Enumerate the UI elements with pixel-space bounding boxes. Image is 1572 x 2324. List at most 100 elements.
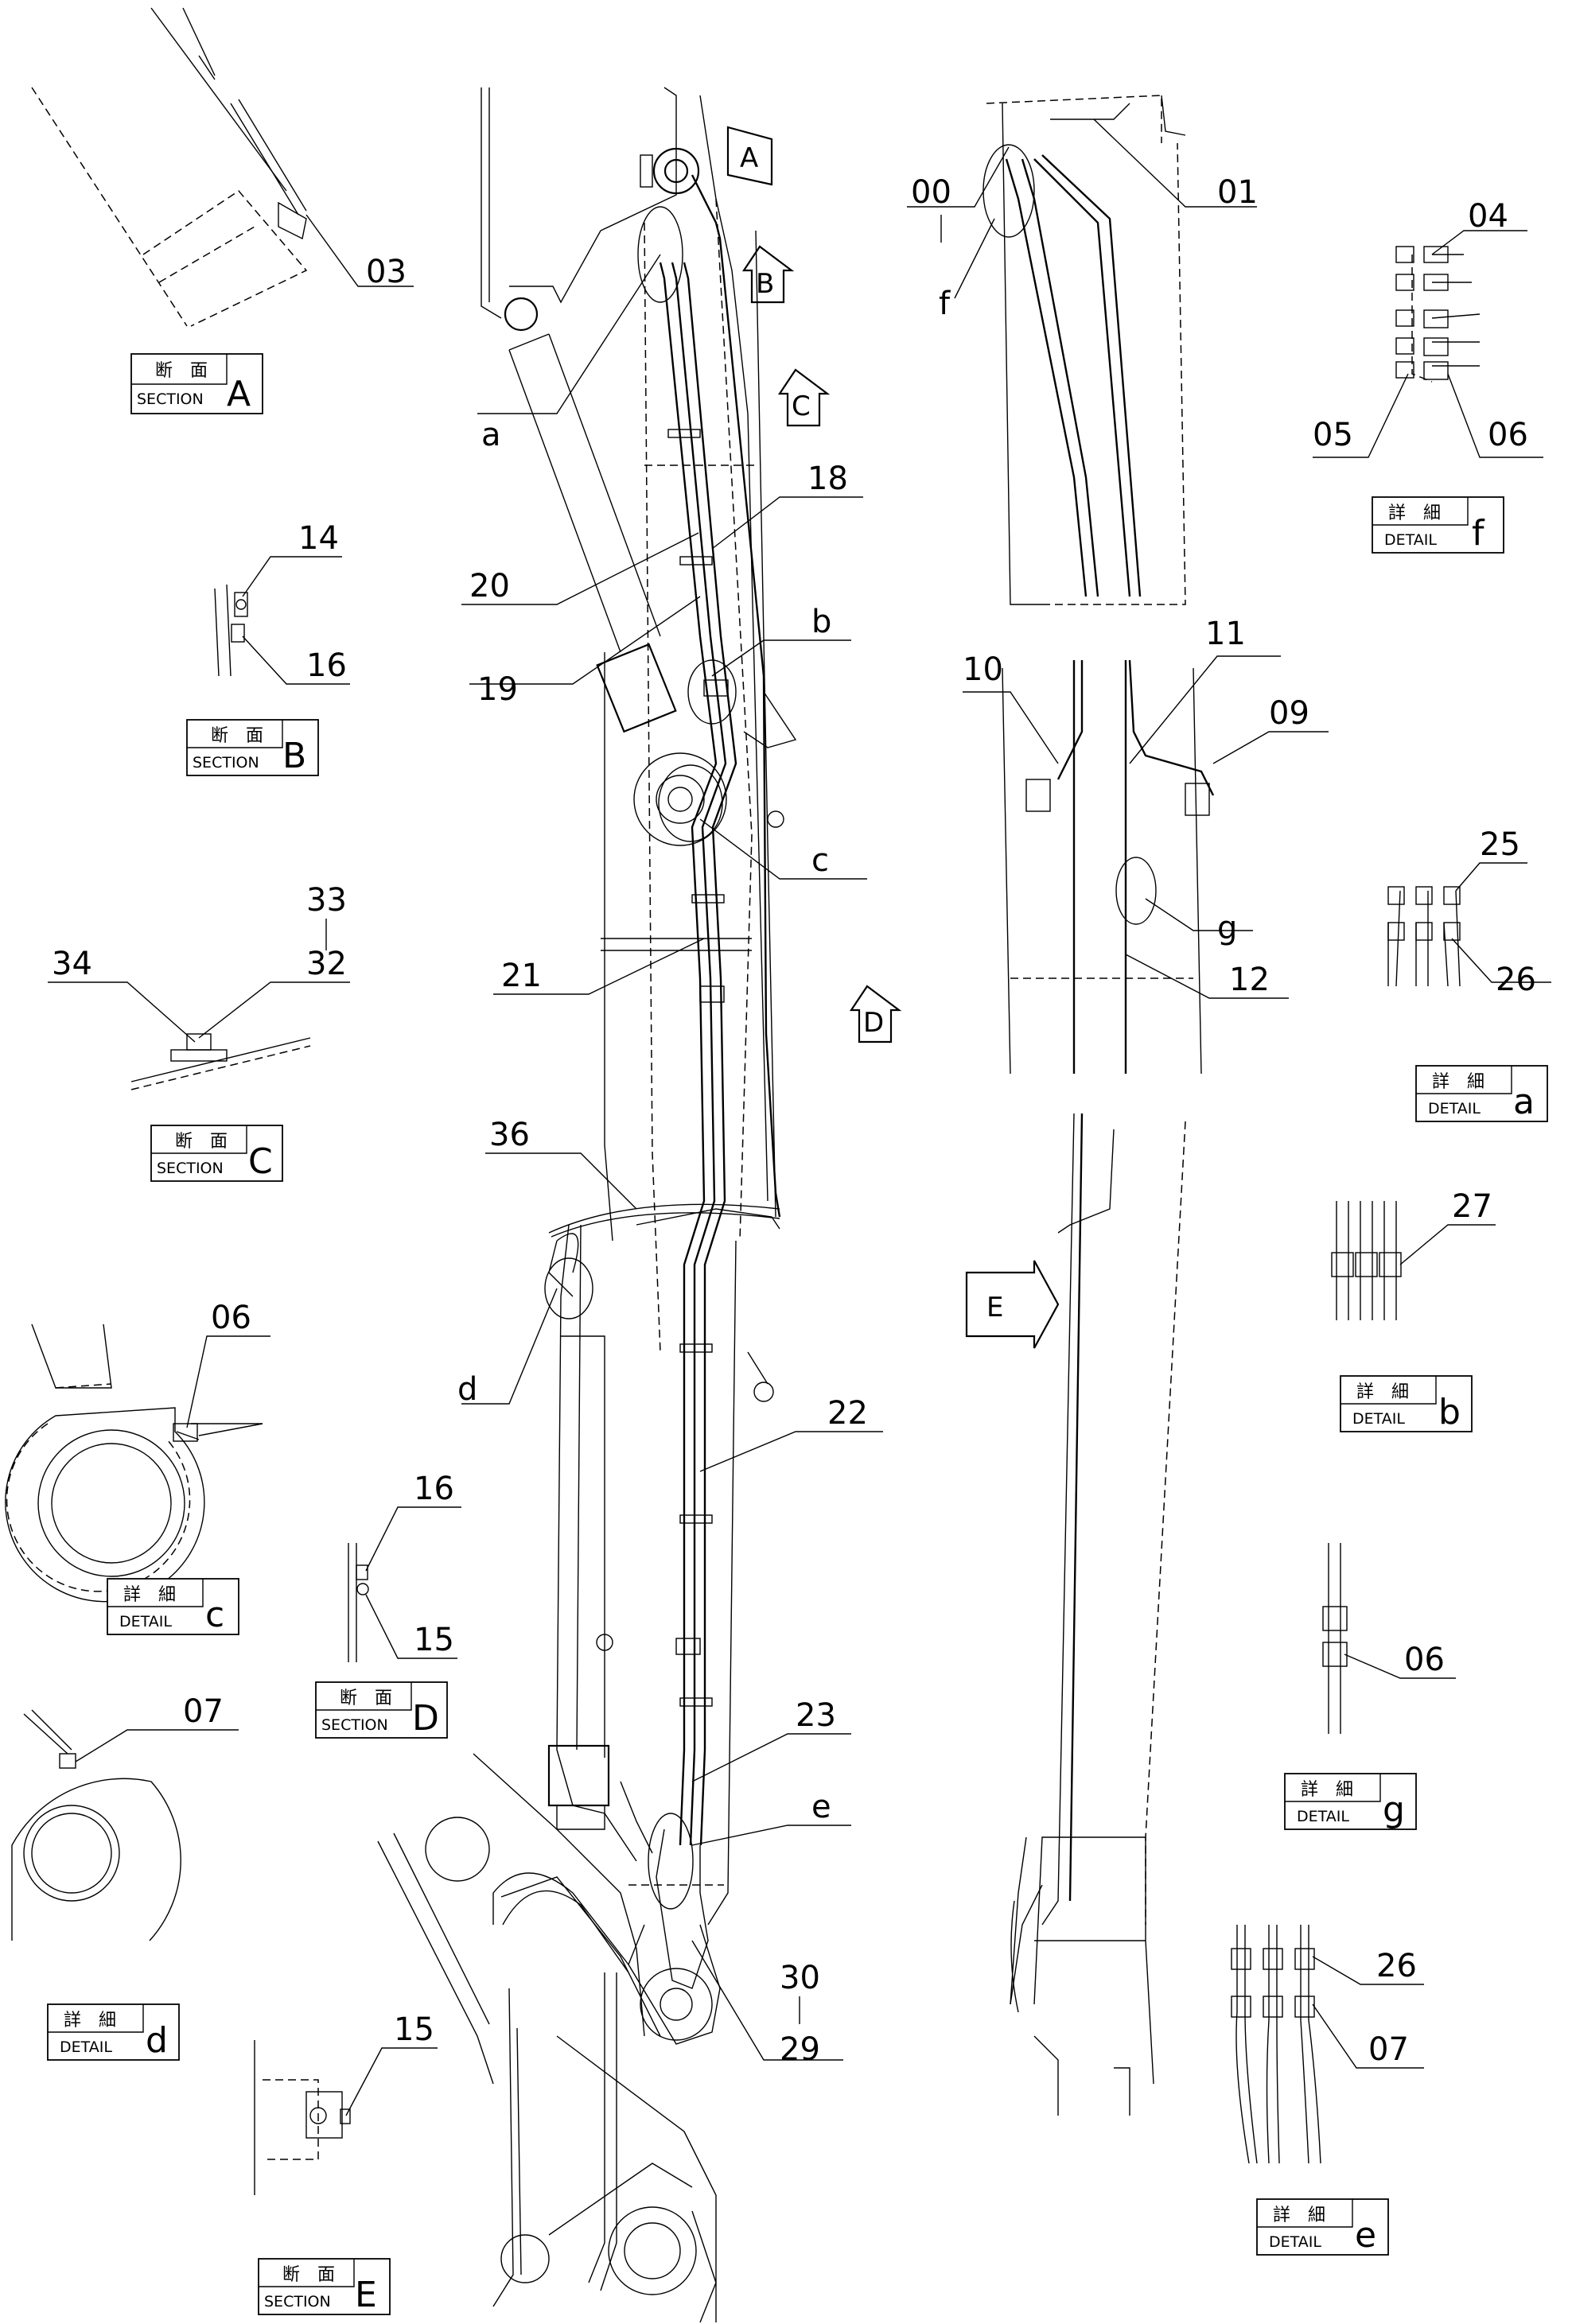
svg-text:断 面: 断 面 [175,1132,228,1152]
callout-16-section-b: 16 [306,647,347,684]
callout-11: 11 [1205,616,1246,652]
svg-text:SECTION: SECTION [321,1716,388,1734]
svg-text:SECTION: SECTION [137,391,204,408]
section-b-view [214,584,248,677]
svg-text:a: a [1513,1082,1535,1122]
section-e-view [254,2040,351,2195]
callout-b: b [811,604,831,640]
callout-06-detail-g: 06 [1404,1642,1445,1678]
detail-g-view [1322,1543,1348,1734]
view-arrow-a: A [740,142,758,174]
callout-26-detail-a: 26 [1496,962,1536,998]
svg-text:SECTION: SECTION [157,1160,224,1177]
detail-label-b: 詳 細 DETAIL b [1340,1375,1473,1432]
leader-lines [48,119,1551,2116]
detail-label-c: 詳 細 DETAIL c [107,1578,239,1635]
detail-a-view [1387,886,1461,987]
svg-text:DETAIL: DETAIL [1269,2233,1321,2251]
svg-text:断 面: 断 面 [155,361,208,381]
main-hose-bundle [492,174,797,2291]
callout-07-detail-e: 07 [1368,2031,1409,2068]
callout-05: 05 [1313,417,1353,453]
right-arm-view [982,95,1215,2116]
section-label-a: 断 面 SECTION A [130,353,263,414]
svg-text:D: D [412,1698,439,1739]
svg-text:詳 細: 詳 細 [1301,1780,1353,1800]
callout-16-section-d: 16 [414,1471,454,1507]
view-arrow-e: E [986,1292,1003,1323]
svg-text:詳 細: 詳 細 [1388,503,1441,523]
svg-text:SECTION: SECTION [264,2293,331,2310]
detail-c-view [5,1323,263,1603]
detail-label-d: 詳 細 DETAIL d [47,2003,180,2061]
svg-text:DETAIL: DETAIL [1428,1100,1481,1117]
callout-06-detail-f: 06 [1488,417,1528,453]
callout-36: 36 [489,1117,530,1153]
callout-29: 29 [780,2031,820,2068]
section-label-d: 断 面 SECTION D [315,1681,448,1739]
callout-00: 00 [911,174,951,211]
svg-text:c: c [205,1595,224,1635]
detail-label-a: 詳 細 DETAIL a [1415,1065,1548,1122]
callout-a: a [481,417,501,453]
callout-g: g [1217,910,1237,946]
svg-text:A: A [227,374,251,414]
callout-14: 14 [298,520,339,557]
svg-text:DETAIL: DETAIL [60,2038,112,2056]
callout-12: 12 [1229,962,1270,998]
callout-04: 04 [1468,198,1508,235]
svg-text:B: B [282,736,306,776]
callout-33: 33 [306,882,347,919]
section-c-view [130,1033,311,1090]
svg-text:f: f [1472,513,1485,554]
callout-f: f [939,286,951,322]
section-label-b: 断 面 SECTION B [186,719,319,776]
callout-34: 34 [52,946,92,982]
svg-text:DETAIL: DETAIL [119,1613,172,1630]
callout-21: 21 [501,958,542,994]
callout-03: 03 [366,254,407,290]
callout-15-section-d: 15 [414,1622,454,1658]
callout-23: 23 [796,1697,836,1734]
svg-text:DETAIL: DETAIL [1297,1808,1349,1825]
svg-text:e: e [1355,2215,1376,2256]
svg-text:DETAIL: DETAIL [1384,531,1437,549]
callout-07-detail-d: 07 [183,1693,224,1730]
section-a-view [31,7,308,327]
svg-text:詳 細: 詳 細 [123,1585,176,1605]
callout-01: 01 [1217,174,1258,211]
callout-20: 20 [469,568,510,604]
svg-text:断 面: 断 面 [282,2265,335,2285]
svg-text:詳 細: 詳 細 [1356,1382,1409,1402]
callout-e: e [811,1789,831,1825]
svg-text:d: d [146,2020,168,2061]
detail-d-view [11,1709,181,1941]
callout-30: 30 [780,1960,820,1996]
svg-text:SECTION: SECTION [193,754,259,771]
view-arrow-b: B [756,268,774,300]
callout-32: 32 [306,946,347,982]
svg-text:C: C [248,1141,273,1182]
svg-text:詳 細: 詳 細 [64,2011,116,2031]
view-arrow-d: D [863,1007,884,1039]
callout-10: 10 [963,651,1003,688]
svg-text:g: g [1383,1790,1405,1830]
detail-f-view [1395,246,1481,383]
section-d-view [348,1543,369,1662]
callout-labels: 00 01 03 04 05 06 06 06 07 07 09 10 11 1… [52,174,1536,2068]
callout-19: 19 [477,671,518,708]
detail-e-view [1231,1925,1321,2164]
detail-label-e: 詳 細 DETAIL e [1256,2198,1389,2256]
svg-text:断 面: 断 面 [211,726,263,746]
svg-text:詳 細: 詳 細 [1273,2205,1325,2225]
callout-09: 09 [1269,695,1309,732]
callout-18: 18 [807,461,848,497]
svg-text:DETAIL: DETAIL [1352,1410,1405,1428]
svg-text:b: b [1438,1392,1461,1432]
svg-text:E: E [355,2275,377,2315]
view-arrow-c: C [792,391,811,422]
detail-label-g: 詳 細 DETAIL g [1284,1773,1417,1830]
callout-c: c [811,842,829,879]
view-arrows: A B C D E [726,126,1060,1349]
